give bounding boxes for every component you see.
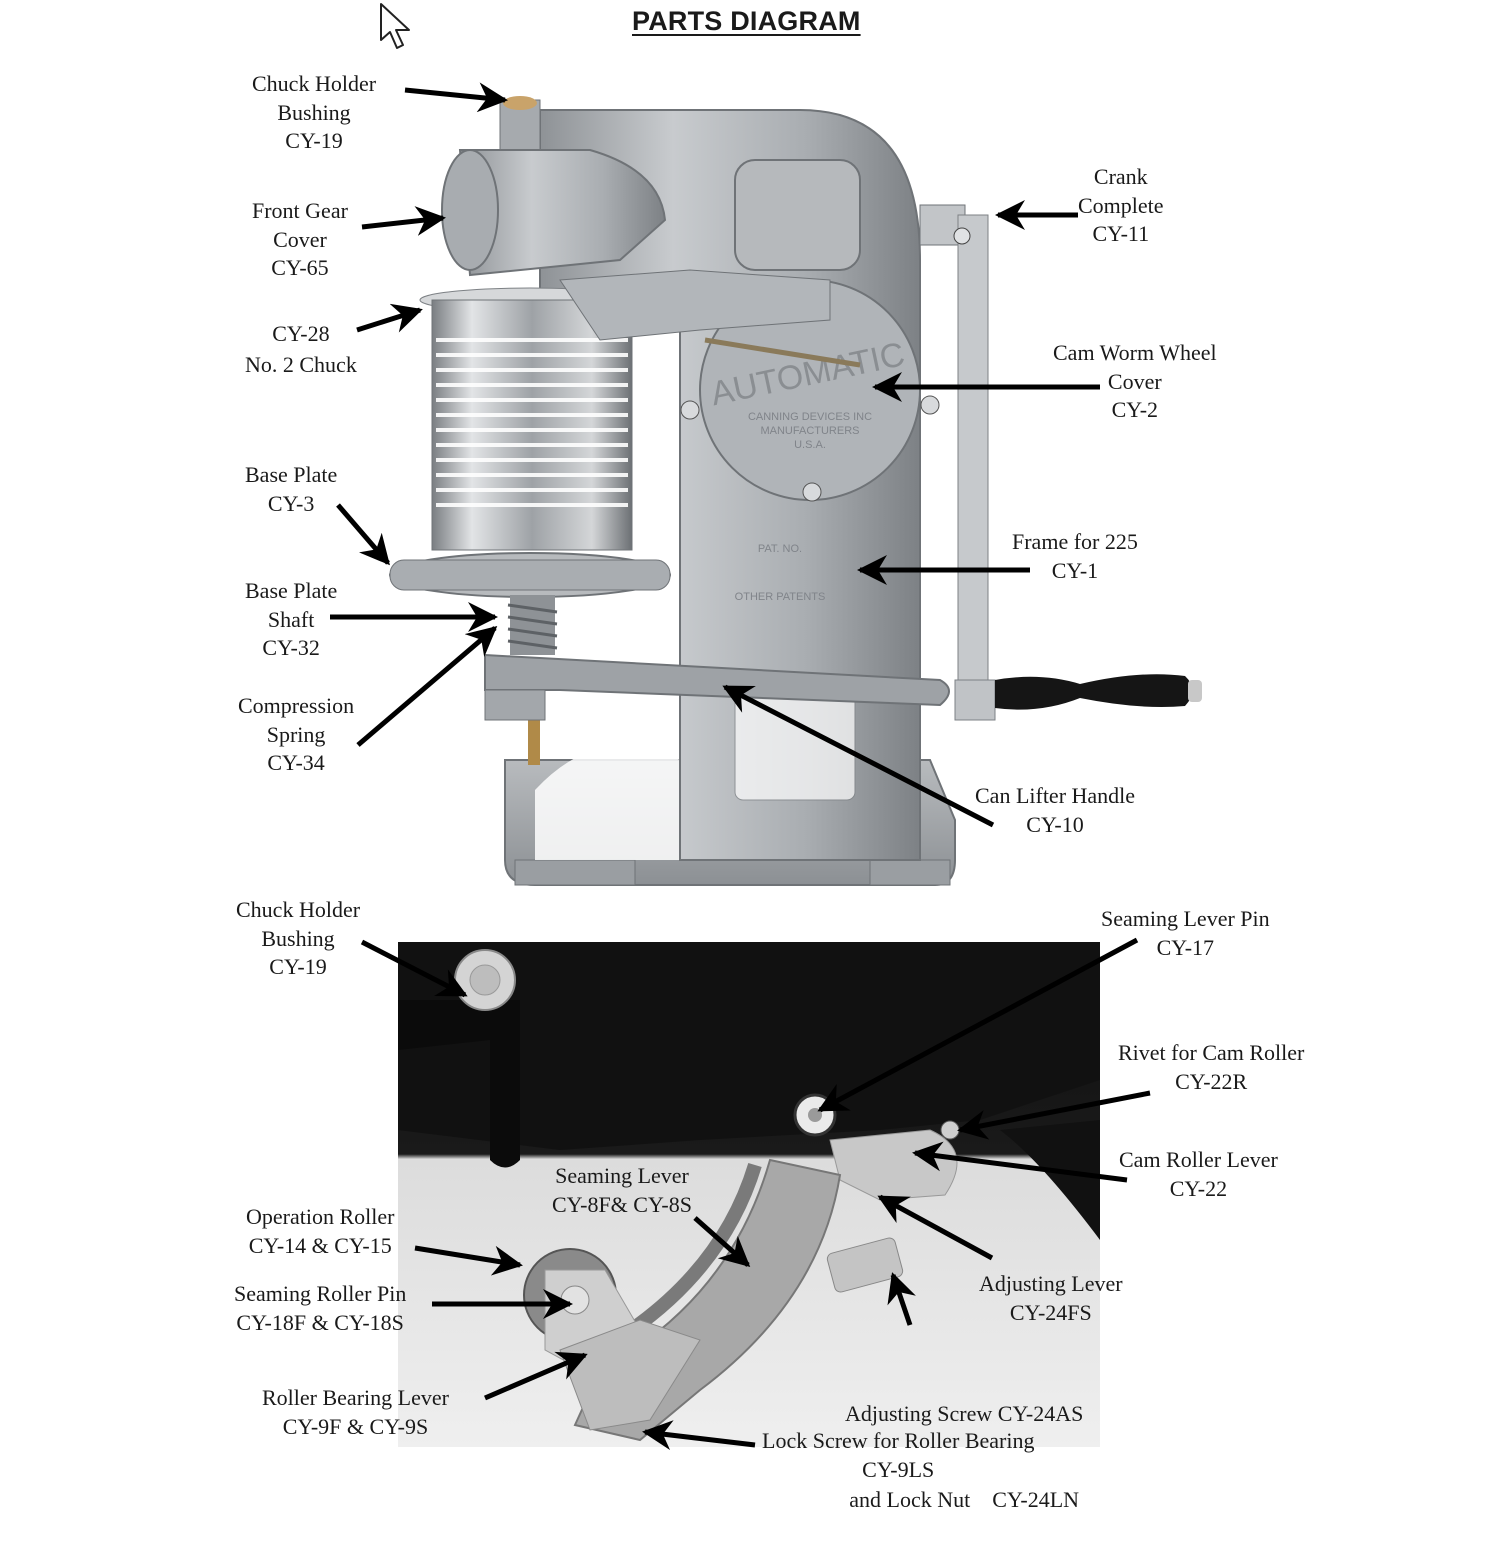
callout-front-gear-cover: Front Gear Cover CY-65	[252, 198, 348, 280]
callout-adjusting-lever: Adjusting Lever CY-24FS	[979, 1271, 1123, 1325]
callout-seaming-roller-pin: Seaming Roller Pin CY-18F & CY-18S	[234, 1281, 407, 1335]
callout-seaming-lever-pin: Seaming Lever Pin CY-17	[1101, 906, 1270, 960]
callout-base-plate: Base Plate CY-3	[245, 462, 338, 516]
svg-text:U.S.A.: U.S.A.	[794, 439, 826, 451]
callout-frame: Frame for 225 CY-1	[1012, 529, 1138, 583]
callout-rivet-cam-roller: Rivet for Cam Roller CY-22R	[1118, 1040, 1305, 1094]
callout-arrows-bottom	[360, 937, 1151, 1451]
callout-chuck-holder-bushing: Chuck Holder Bushing CY-19	[252, 71, 377, 153]
callout-base-plate-shaft: Base Plate Shaft CY-32	[245, 578, 338, 660]
seaming-mechanism-detail-photo	[398, 942, 1100, 1447]
svg-text:CANNING DEVICES INC: CANNING DEVICES INC	[748, 411, 872, 423]
callout-can-lifter-handle: Can Lifter Handle CY-10	[975, 783, 1136, 837]
callout-lock-screw-roller-bearing: Lock Screw for Roller Bearing CY-9LS	[762, 1428, 1035, 1482]
callout-compression-spring: Compression Spring CY-34	[238, 693, 355, 775]
callout-roller-bearing-lever: Roller Bearing Lever CY-9F & CY-9S	[262, 1385, 449, 1439]
svg-text:OTHER PATENTS: OTHER PATENTS	[735, 591, 826, 603]
crank-handle	[995, 674, 1193, 710]
callout-no2-chuck: CY-28 No. 2 Chuck	[245, 321, 357, 377]
callout-chuck-holder-bushing-detail: Chuck Holder Bushing CY-19	[236, 897, 361, 979]
callout-cam-worm-wheel-cover: Cam Worm Wheel Cover CY-2	[1053, 340, 1217, 422]
callout-operation-roller: Operation Roller CY-14 & CY-15	[246, 1204, 395, 1258]
callout-seaming-lever: Seaming Lever CY-8F& CY-8S	[552, 1163, 692, 1217]
parts-illustration: AUTOMATIC CANNING DEVICES INC MANUFACTUR…	[330, 82, 1202, 1451]
svg-text:PAT. NO.: PAT. NO.	[758, 543, 802, 555]
page-title: PARTS DIAGRAM	[632, 6, 861, 36]
callout-arrows-top	[330, 82, 1100, 828]
svg-text:MANUFACTURERS: MANUFACTURERS	[760, 425, 859, 437]
callout-crank-complete: Crank Complete CY-11	[1078, 164, 1164, 246]
mouse-cursor-icon	[380, 3, 410, 49]
callout-cam-roller-lever: Cam Roller Lever CY-22	[1119, 1147, 1278, 1201]
can-seamer-machine: AUTOMATIC CANNING DEVICES INC MANUFACTUR…	[389, 96, 1202, 886]
